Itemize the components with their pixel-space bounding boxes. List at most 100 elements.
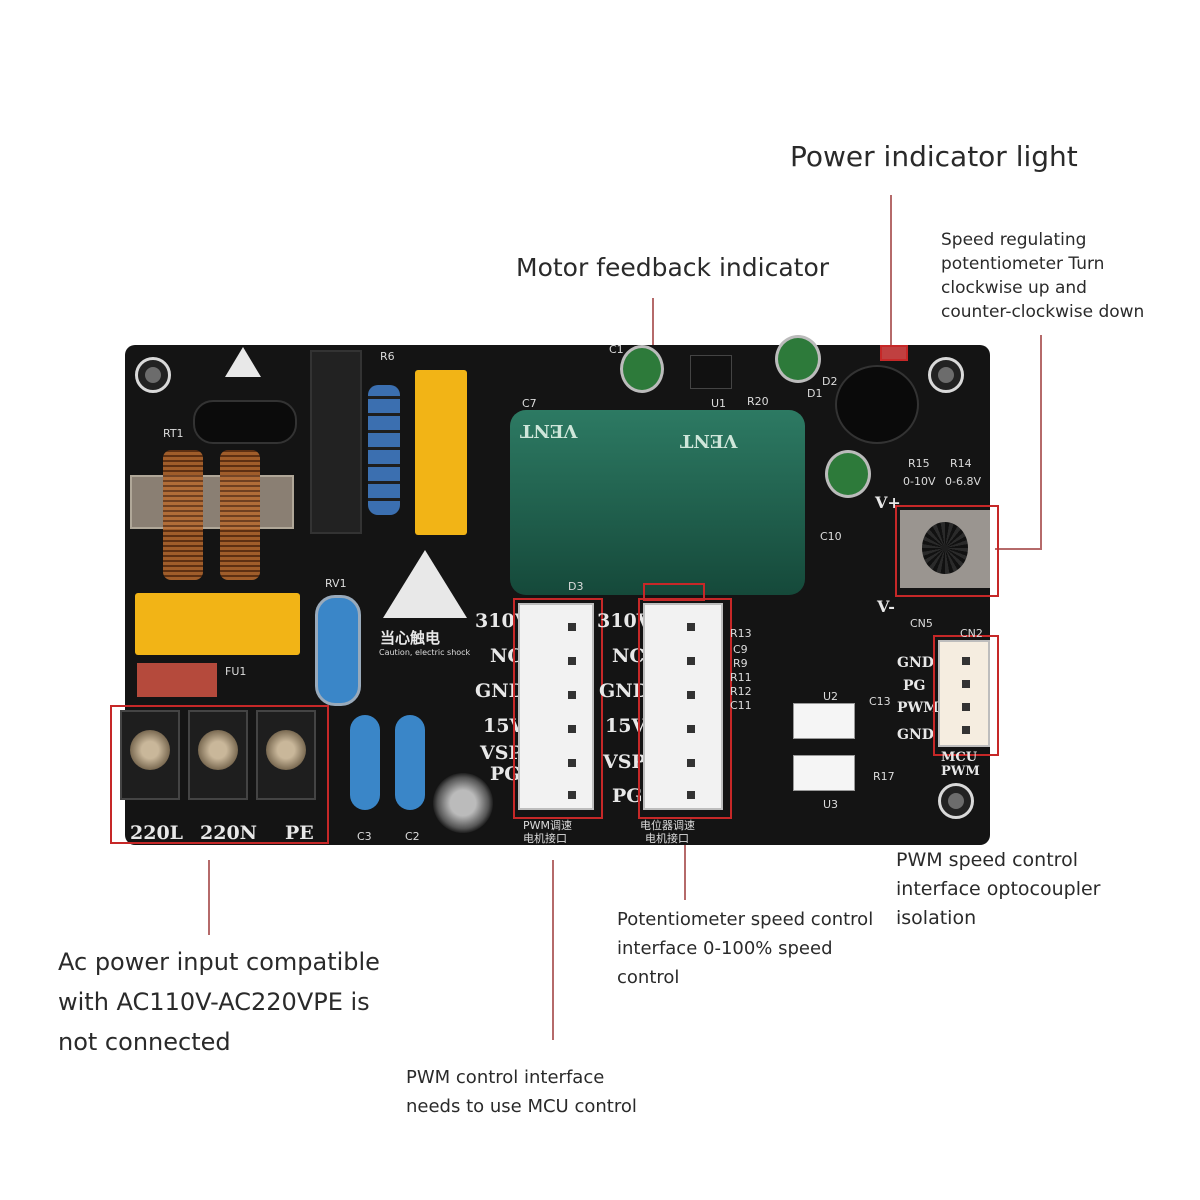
potentiometer-highlight	[895, 505, 999, 597]
leader-ac-input	[208, 860, 210, 935]
connector-pin	[962, 703, 970, 711]
terminal-220n[interactable]	[188, 710, 248, 800]
pot-connector-highlight	[638, 598, 732, 819]
pot-pin-nc: NC	[612, 645, 645, 667]
pwm-pin-pg: PG	[490, 763, 521, 785]
vplus-label: V+	[875, 493, 901, 512]
ref-rv1: RV1	[325, 577, 347, 590]
pwm-pin-vsp: VSP	[480, 742, 523, 764]
mount-hole-tl	[135, 357, 171, 393]
mcu-pin-gnd: GND	[897, 655, 934, 671]
ref-r17: R17	[873, 770, 895, 783]
ref-r6: R6	[380, 350, 395, 363]
leader-pwm-control	[552, 860, 554, 1040]
terminal-label-pe: PE	[285, 822, 314, 844]
terminal-220l[interactable]	[120, 710, 180, 800]
ref-u2: U2	[823, 690, 839, 703]
ref-u1: U1	[711, 397, 727, 410]
shock-warning-small-icon	[225, 347, 261, 377]
pcb-board: VENT VENT R15 R14 0-10V 0-6.8V V+ V- 当心触…	[110, 335, 999, 845]
ref-c3: C3	[357, 830, 372, 843]
mcu-connector-highlight	[933, 635, 999, 756]
capacitor-c2	[395, 715, 425, 810]
ref-c9: C9	[733, 643, 748, 656]
resistor-r6	[368, 385, 400, 515]
pwm-opto-line-1: PWM speed control	[896, 849, 1078, 871]
ref-fu1: FU1	[225, 665, 247, 678]
power-indicator-callout: Power indicator light	[790, 140, 1078, 173]
speed-potentiometer[interactable]	[900, 510, 990, 588]
screw-icon	[130, 730, 170, 770]
ref-cn5: CN5	[910, 617, 933, 630]
pot-pin-pg: PG	[612, 785, 643, 807]
mcu-pin-pg: PG	[903, 678, 926, 694]
motor-feedback-callout: Motor feedback indicator	[516, 253, 830, 282]
pwm-connector-caption-1: PWM调速	[523, 819, 573, 832]
speed-pot-line-4: counter-clockwise down	[941, 302, 1145, 322]
pwm-connector-highlight	[513, 598, 603, 819]
pot-pin-vsp: VSP	[603, 751, 646, 773]
pot-control-line-2: interface 0-100% speed	[617, 938, 833, 959]
optocoupler-u3	[793, 755, 855, 791]
varistor-rv1	[315, 595, 361, 706]
pot-control-line-1: Potentiometer speed control	[617, 909, 874, 930]
potentiometer-knob-icon	[922, 522, 968, 574]
ref-rt1: RT1	[163, 427, 184, 440]
mcu-label: MCU	[941, 750, 978, 765]
power-indicator-led	[880, 345, 908, 361]
terminal-pe[interactable]	[256, 710, 316, 800]
mcu-pin-gnd-2: GND	[897, 727, 934, 743]
ac-input-callout: Ac power input compatible with AC110V-AC…	[58, 942, 380, 1062]
connector-pin	[962, 726, 970, 734]
speed-pot-line-3: clockwise up and	[941, 278, 1087, 298]
pot-connector-caption-2: 电机接口	[645, 832, 689, 845]
mcu-pin-pwm: PWM	[897, 700, 939, 716]
fuse-fu1	[137, 663, 217, 697]
terminal-label-220n: 220N	[200, 822, 258, 844]
capacitor-brand-label-2: VENT	[680, 430, 738, 451]
capacitor-green-small	[825, 450, 871, 498]
pwm-control-line-1: PWM control interface	[406, 1067, 605, 1088]
connector-pin	[568, 691, 576, 699]
connector-pin	[687, 759, 695, 767]
r14-value: 0-6.8V	[945, 475, 981, 488]
ref-cn2: CN2	[960, 627, 983, 640]
connector-pin	[687, 791, 695, 799]
choke-coil-left	[163, 450, 203, 580]
connector-pin	[568, 623, 576, 631]
ref-r20: R20	[747, 395, 769, 408]
connector-pin	[687, 657, 695, 665]
relay-yellow	[415, 370, 467, 535]
ref-c1: C1	[609, 343, 624, 356]
r14-label: R14	[950, 457, 972, 470]
terminal-block-highlight	[110, 705, 329, 844]
warning-text: 当心触电	[380, 629, 441, 647]
pwm-motor-connector[interactable]	[518, 603, 594, 810]
pwm-opto-line-2: interface optocoupler	[896, 878, 1101, 900]
ref-r9: R9	[733, 657, 748, 670]
leader-pot-control	[684, 830, 686, 900]
leader-speed-pot-v	[1040, 335, 1042, 550]
pwm-connector-caption-2: 电机接口	[523, 832, 567, 845]
pot-control-callout: Potentiometer speed control interface 0-…	[617, 905, 873, 992]
pot-control-line-3: control	[617, 967, 680, 988]
ref-c11: C11	[730, 699, 752, 712]
thermistor	[193, 400, 297, 444]
main-capacitor: VENT VENT	[510, 410, 805, 595]
ref-d1: D1	[807, 387, 823, 400]
ref-u3: U3	[823, 798, 839, 811]
pwm-control-callout: PWM control interface needs to use MCU c…	[406, 1063, 637, 1121]
ref-r13: R13	[730, 627, 752, 640]
ac-input-line-3: not connected	[58, 1028, 231, 1056]
pot-motor-connector[interactable]	[643, 603, 723, 810]
pot-connector-caption-1: 电位器调速	[640, 819, 695, 832]
terminal-label-220l: 220L	[130, 822, 184, 844]
mcu-pwm-connector[interactable]	[938, 640, 990, 747]
warning-subtext: Caution, electric shock	[379, 648, 471, 657]
connector-pin	[687, 623, 695, 631]
inductor-black	[835, 365, 919, 444]
pwm-control-line-2: needs to use MCU control	[406, 1096, 637, 1117]
mount-hole-br	[938, 783, 974, 819]
pwm-opto-callout: PWM speed control interface optocoupler …	[896, 846, 1101, 933]
vminus-label: V-	[877, 597, 895, 616]
